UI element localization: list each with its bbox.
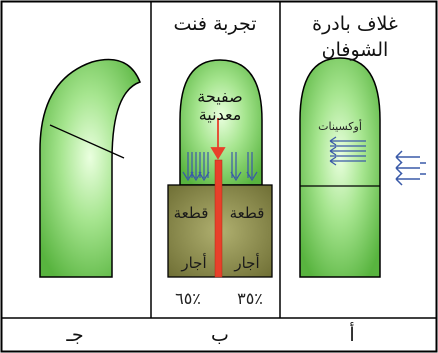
percent-left: ٦٥٪ bbox=[175, 289, 201, 308]
metal-plate bbox=[214, 159, 223, 278]
plate-arrow bbox=[210, 118, 226, 160]
auxins-label: أوكسينات bbox=[318, 119, 362, 133]
auxin-down-arrows-right bbox=[230, 152, 258, 182]
title-coleoptile: غلاف بادرة bbox=[312, 13, 398, 35]
block-right-bottom: أجار bbox=[233, 253, 259, 272]
percent-right: ٣٥٪ bbox=[237, 289, 263, 308]
panel-b-went-experiment bbox=[167, 59, 273, 278]
panel-letter-a: أ bbox=[349, 322, 354, 346]
panel-letter-c: جـ bbox=[65, 324, 83, 346]
curved-shoot bbox=[39, 58, 141, 278]
light-arrows bbox=[395, 150, 426, 186]
auxin-arrows bbox=[329, 136, 366, 166]
block-right-top: قطعة bbox=[230, 204, 265, 222]
metal-plate-label-1: صفيحة bbox=[197, 87, 242, 106]
block-left-bottom: أجار bbox=[180, 253, 206, 272]
title-coleoptile-line2: الشوفان bbox=[322, 39, 389, 61]
curved-cut-line bbox=[49, 124, 125, 159]
coleoptile-shoot bbox=[299, 57, 381, 278]
block-left-top: قطعة bbox=[174, 204, 209, 222]
title-went-experiment: تجربة فنت bbox=[173, 13, 256, 35]
panel-a-coleoptile bbox=[299, 57, 426, 278]
metal-plate-label-2: معدنية bbox=[199, 105, 242, 124]
panel-letter-b: ب bbox=[211, 324, 229, 346]
panel-c-bent-shoot bbox=[39, 58, 141, 278]
auxin-down-arrows-left bbox=[182, 152, 210, 182]
